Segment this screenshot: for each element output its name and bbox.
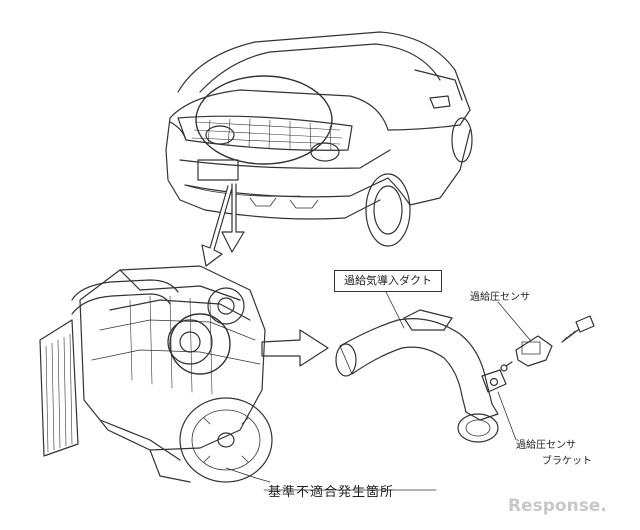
- duct-label: 過給気導入ダクト: [334, 270, 442, 292]
- sensor-label: 過給圧センサ: [470, 292, 530, 303]
- boost-sensor-illustration: [497, 301, 595, 372]
- bracket-label-line2: ブラケット: [542, 456, 592, 467]
- defect-location-label: 基準不適合発生箇所: [268, 485, 395, 500]
- car-illustration: [165, 31, 473, 247]
- bracket-label-line1: 過給圧センサ: [516, 440, 576, 451]
- engine-illustration: [39, 265, 437, 491]
- intake-duct-illustration: [335, 291, 517, 443]
- pointer-arrows: [201, 183, 329, 367]
- watermark-logo: Response.: [508, 496, 607, 516]
